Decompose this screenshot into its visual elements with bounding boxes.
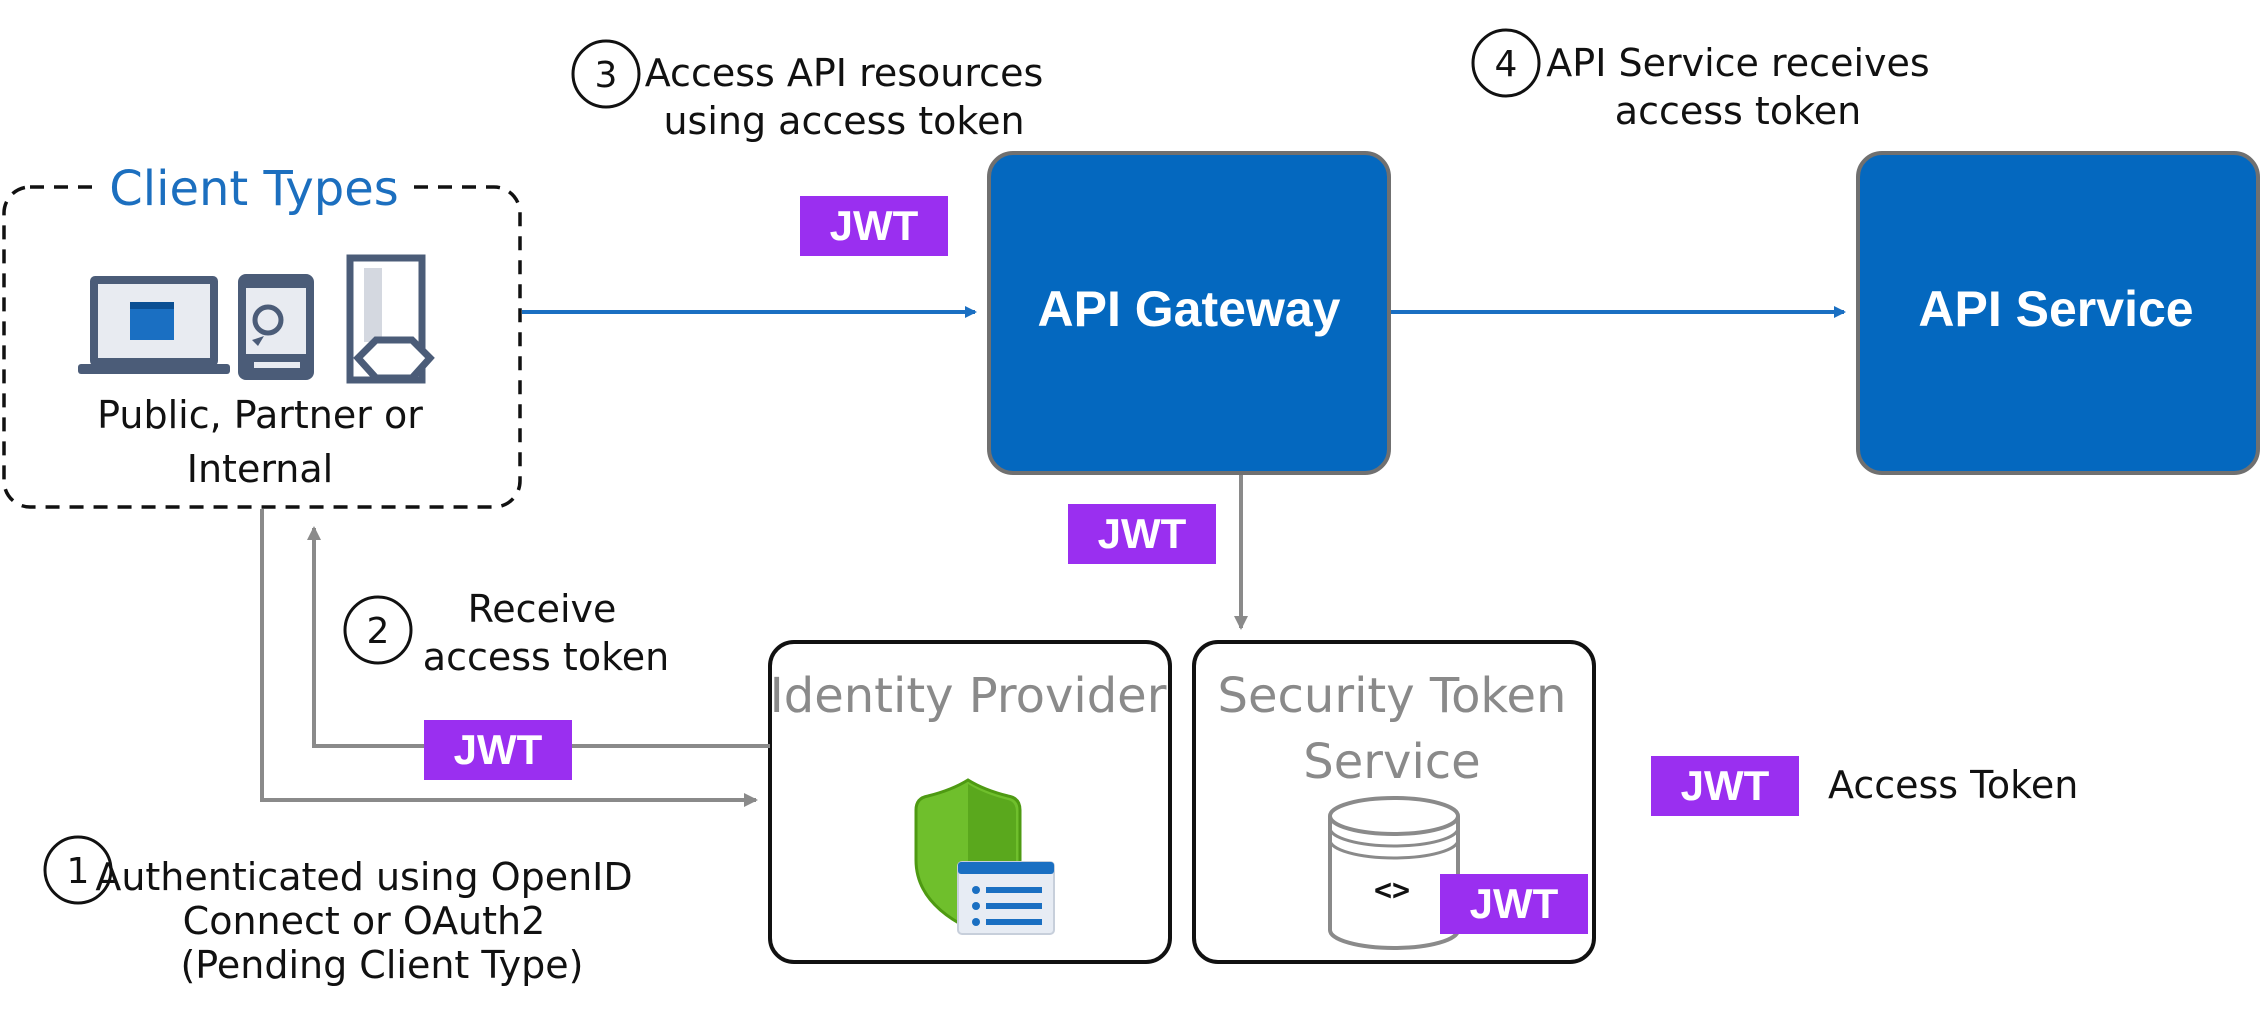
svg-text:JWT: JWT [1470,880,1559,927]
mobile-device-icon [238,274,314,380]
svg-text:JWT: JWT [1098,510,1187,557]
step-2: 2 Receive access token [343,587,669,679]
sts-label-line2: Service [1303,734,1480,790]
server-device-icon [346,254,435,384]
step-2-line2: access token [423,635,669,679]
database-icon: <> [1328,796,1460,950]
step-1-line2: Connect or OAuth2 [183,899,546,943]
identity-list-icon [957,861,1055,935]
jwt-badge-client-gateway: JWT [800,196,948,256]
svg-text:JWT: JWT [454,726,543,773]
laptop-icon [78,276,230,374]
step-3-line2: using access token [663,99,1024,143]
legend: JWT Access Token [1651,756,2078,816]
step-4: 4 API Service receives access token [1471,28,1930,133]
svg-text:JWT: JWT [1681,762,1770,809]
code-glyph: <> [1374,873,1410,908]
client-types-group: Client Types Public, Partner or Internal [2,160,522,509]
legend-label: Access Token [1828,763,2078,807]
identity-provider-node: Identity Provider [768,640,1172,964]
step-4-number: 4 [1495,44,1518,85]
arrow-idp-to-client [307,526,770,748]
identity-provider-label: Identity Provider [770,668,1167,724]
step-3-number: 3 [595,55,618,96]
jwt-badge-gateway-sts: JWT [1068,504,1216,564]
client-types-caption-line1: Public, Partner or [97,393,423,437]
step-4-line1: API Service receives [1546,41,1929,85]
step-1-number: 1 [67,851,90,892]
api-service-label: API Service [1918,281,2193,337]
svg-text:JWT: JWT [830,202,919,249]
step-4-line2: access token [1615,89,1861,133]
api-gateway-node: API Gateway [987,151,1391,475]
step-1-line1: Authenticated using OpenID [95,855,632,899]
jwt-badge-idp-client: JWT [424,720,572,780]
step-1-line3: (Pending Client Type) [180,943,583,987]
step-2-line1: Receive [468,587,617,631]
step-2-number: 2 [367,611,390,652]
client-types-container [2,185,522,509]
step-3: 3 Access API resources using access toke… [571,39,1044,143]
api-service-node: API Service [1856,151,2260,475]
legend-jwt-swatch [1651,756,1799,816]
client-types-caption-line2: Internal [187,447,333,491]
step-3-line1: Access API resources [645,51,1044,95]
jwt-badge-sts: JWT [1440,874,1588,934]
step-1: 1 Authenticated using OpenID Connect or … [43,835,633,987]
client-types-title: Client Types [109,161,398,217]
sts-label-line1: Security Token [1218,668,1567,724]
api-gateway-label: API Gateway [1038,281,1341,337]
arrow-client-to-idp [260,509,758,807]
